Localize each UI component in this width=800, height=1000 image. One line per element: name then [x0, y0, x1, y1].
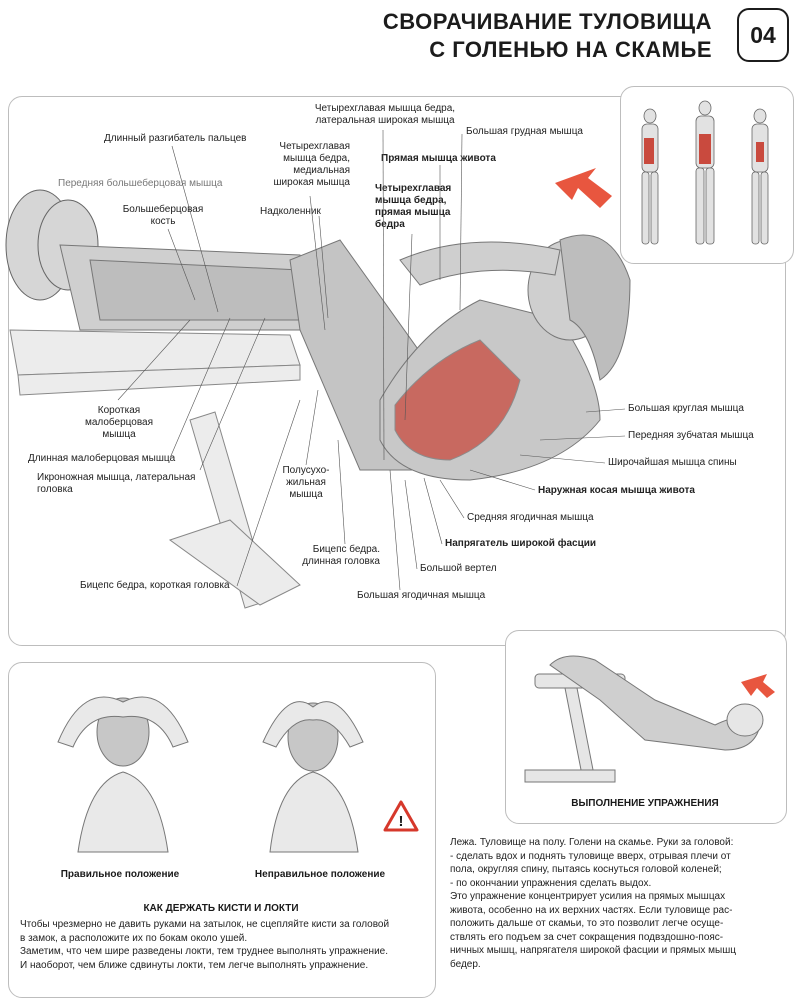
muscle-map-figures — [641, 100, 769, 245]
warning-icon: ! — [383, 800, 419, 832]
label-peroneus-brevis-2: малоберцовая — [84, 417, 154, 428]
label-semitendinosus-2: жильная — [286, 477, 326, 488]
label-tibia: Большеберцовая кость — [118, 204, 208, 228]
label-quad-medial: Четырехглавая мышца бедра, медиальная ши… — [260, 141, 350, 189]
title-line-2: С ГОЛЕНЬЮ НА СКАМЬЕ — [429, 37, 712, 62]
label-rectus-femoris: Четырехглавая мышца бедра, прямая мышца … — [375, 183, 451, 231]
instruction-line-3: пола, округляя спину, пытаясь коснуться … — [450, 864, 722, 875]
label-external-oblique: Наружная косая мышца живота — [538, 485, 695, 496]
label-peroneus-brevis: Короткая малоберцовая мышца — [82, 405, 156, 441]
label-biceps-long-2: длинная головка — [302, 556, 380, 567]
label-peroneus-brevis-3: мышца — [102, 429, 136, 440]
hands-text-4: И наоборот, чем ближе сдвинуты локти, те… — [20, 959, 369, 971]
label-semitendinosus-3: мышца — [289, 489, 323, 500]
execution-illustration — [524, 655, 775, 783]
hands-text-1: Чтобы чрезмерно не давить руками на заты… — [20, 919, 390, 930]
hands-heading: КАК ДЕРЖАТЬ КИСТИ И ЛОКТИ — [143, 903, 299, 914]
instruction-line-7: положить дальше от скамьи, то это позвол… — [450, 918, 724, 929]
label-gluteus-maximus: Большая ягодичная мышца — [357, 590, 486, 601]
label-teres-major: Большая круглая мышца — [628, 403, 744, 414]
instruction-line-9: ничных мышц, напрягателя широкой фасции … — [450, 945, 736, 956]
arrow-icon — [741, 674, 775, 698]
label-biceps-short: Бицепс бедра, короткая головка — [80, 580, 230, 591]
label-biceps-long-1: Бицепс бедра. — [312, 544, 380, 555]
hand-position-illustrations — [57, 696, 364, 853]
label-tfl: Напрягатель широкой фасции — [445, 538, 597, 549]
correct-position-caption: Правильное положение — [60, 869, 180, 880]
incorrect-position-caption: Неправильное положение — [254, 869, 386, 880]
execution-caption: ВЫПОЛНЕНИЕ УПРАЖНЕНИЯ — [571, 798, 719, 809]
label-rectus-femoris-4: бедра — [375, 219, 405, 230]
instruction-line-2: - сделать вдох и поднять туловище вверх,… — [450, 850, 731, 862]
instruction-line-4: - по окончании упражнения сделать выдох. — [450, 877, 652, 889]
hands-text-3: Заметим, что чем шире разведены локти, т… — [20, 946, 388, 957]
hands-text-2: в замок, а расположите их по бокам около… — [20, 932, 248, 944]
svg-text:!: ! — [399, 813, 404, 830]
title-line-1: СВОРАЧИВАНИЕ ТУЛОВИЩА — [382, 9, 712, 34]
label-quad-medial-4: широкая мышца — [273, 177, 350, 188]
label-gastrocnemius-2: головка — [37, 484, 73, 495]
label-gastrocnemius-1: Икроножная мышца, латеральная — [37, 472, 196, 483]
label-quad-lateral-1: Четырехглавая мышца бедра, — [314, 103, 456, 114]
label-tibia-line1: Большеберцовая — [122, 204, 204, 215]
label-tibia-line2: кость — [150, 216, 176, 227]
label-rectus-abdominis: Прямая мышца живота — [381, 153, 496, 164]
instruction-line-10: бедер. — [450, 958, 481, 970]
hands-description: Чтобы чрезмерно не давить руками на заты… — [20, 918, 430, 972]
label-tibialis-anterior: Передняя большеберцовая мышца — [58, 178, 223, 189]
label-trochanter: Большой вертел — [420, 563, 497, 574]
label-patella: Надколенник — [260, 206, 321, 217]
label-quad-lateral: Четырехглавая мышца бедра, латеральная ш… — [300, 103, 470, 127]
instruction-line-5: Это упражнение концентрирует усилия на п… — [450, 891, 726, 902]
page-title: СВОРАЧИВАНИЕ ТУЛОВИЩА С ГОЛЕНЬЮ НА СКАМЬ… — [383, 8, 712, 64]
label-finger-extensor: Длинный разгибатель пальцев — [104, 133, 247, 144]
arrow-icon — [555, 168, 612, 208]
label-semitendinosus: Полусухо- жильная мышца — [276, 465, 336, 501]
label-quad-medial-3: медиальная — [293, 165, 350, 176]
exercise-number: 04 — [737, 8, 789, 62]
label-latissimus: Широчайшая мышца спины — [608, 457, 737, 468]
label-quad-lateral-2: латеральная широкая мышца — [315, 115, 455, 126]
label-peroneus-brevis-1: Короткая — [97, 405, 141, 416]
instructions-text: Лежа. Туловище на полу. Голени на скамье… — [450, 836, 790, 971]
label-peroneus-longus: Длинная малоберцовая мышца — [28, 453, 176, 464]
instruction-line-1: Лежа. Туловище на полу. Голени на скамье… — [450, 837, 734, 848]
label-semitendinosus-1: Полусухо- — [282, 465, 330, 476]
label-gluteus-medius: Средняя ягодичная мышца — [467, 512, 594, 523]
label-gastrocnemius: Икроножная мышца, латеральная головка — [37, 472, 195, 496]
label-quad-medial-1: Четырехглавая — [279, 141, 350, 152]
instruction-line-8: ствлять его подъем за счет сокращения по… — [450, 931, 724, 943]
label-rectus-femoris-3: прямая мышца — [375, 207, 451, 218]
label-rectus-femoris-2: мышца бедра, — [375, 195, 447, 206]
label-pectoralis: Большая грудная мышца — [466, 126, 583, 137]
instruction-line-6: живота, особенно на их верхних частях. Е… — [450, 904, 733, 916]
label-biceps-long: Бицепс бедра. длинная головка — [280, 544, 380, 568]
label-serratus: Передняя зубчатая мышца — [628, 430, 754, 441]
label-rectus-femoris-1: Четырехглавая — [375, 183, 452, 194]
label-quad-medial-2: мышца бедра, — [283, 153, 350, 164]
